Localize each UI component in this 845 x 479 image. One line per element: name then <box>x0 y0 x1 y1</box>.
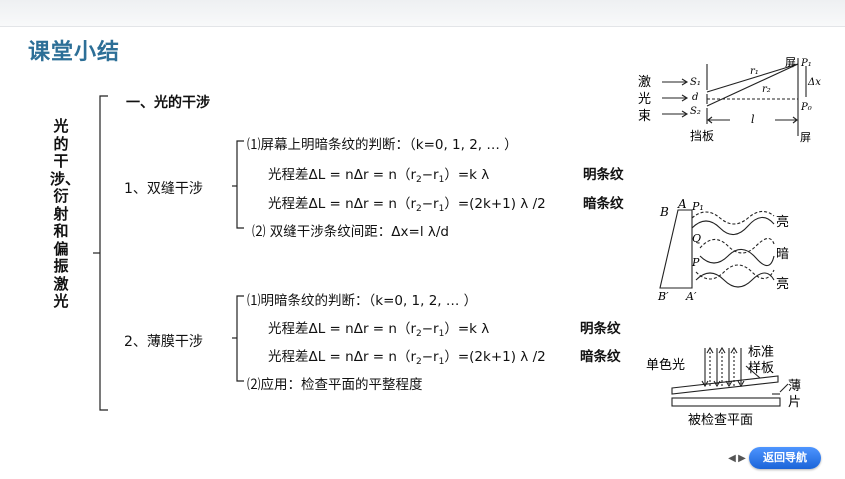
label-B2: B′ <box>657 290 669 303</box>
next-icon[interactable]: ▶ <box>738 453 746 464</box>
thin-film-item2: ⑵应用：检查平面的平整程度 <box>247 377 423 393</box>
double-slit-item2: ⑵ 双缝干涉条纹间距：Δx=l λ/d <box>252 224 449 240</box>
label-l: l <box>751 113 755 126</box>
double-slit-brace <box>236 140 244 229</box>
thin-film-brace <box>236 295 244 382</box>
thin-film-label: 2、薄膜干涉 <box>124 334 203 350</box>
main-brace <box>99 95 108 411</box>
nav-bar: ◀ ▶ 返回导航 <box>725 439 845 479</box>
label-p0: P₀ <box>800 102 812 113</box>
back-to-nav-button[interactable]: 返回导航 <box>749 447 821 469</box>
label-r2: r₂ <box>762 84 771 95</box>
label-bright-2: 亮 <box>776 276 789 292</box>
label-s2: S₂ <box>690 106 701 117</box>
page-title: 课堂小结 <box>28 40 121 65</box>
label-source-3: 束 <box>638 109 651 124</box>
label-P1: P₁ <box>691 200 704 213</box>
double-slit-label: 1、双缝干涉 <box>124 181 203 197</box>
double-slit-dark-label: 暗条纹 <box>583 196 624 212</box>
label-source-1: 激 <box>638 75 651 90</box>
label-A2: A′ <box>685 290 697 303</box>
thin-film-bright-label: 明条纹 <box>580 321 621 337</box>
label-dark: 暗 <box>776 247 789 262</box>
label-standard-1: 标准 <box>748 345 774 360</box>
label-p1: P₁ <box>800 58 812 69</box>
label-A: A <box>677 197 687 211</box>
double-slit-figure: 激 光 束 S₁ S₂ d r₁ r₂ P₁ P₀ Δx l 屏 屏 挡板 <box>638 56 821 144</box>
label-B: B <box>659 205 669 219</box>
label-source-2: 光 <box>638 92 651 107</box>
label-standard-2: 样板 <box>748 361 774 376</box>
label-screen-bottom: 屏 <box>800 131 811 144</box>
label-bright-1: 亮 <box>776 214 789 230</box>
label-plate: 挡板 <box>690 129 714 143</box>
section-heading: 一、光的干涉 <box>126 95 210 111</box>
label-s1: S₁ <box>690 77 701 88</box>
label-screen-top: 屏 <box>785 56 796 69</box>
label-sheet-1: 薄 <box>788 379 801 394</box>
double-slit-item1: ⑴屏幕上明暗条纹的判断：（k=0, 1, 2, … ） <box>247 137 518 153</box>
label-Q: Q <box>692 232 701 245</box>
thin-film-dark-formula: 光程差ΔL = nΔr = n（r2−r1）=(2k+1) λ /2 <box>268 349 546 367</box>
label-sheet-2: 片 <box>788 395 801 410</box>
prev-icon[interactable]: ◀ <box>728 453 736 464</box>
label-r1: r₁ <box>750 66 759 77</box>
double-slit-dark-formula: 光程差ΔL = nΔr = n（r2−r1）=(2k+1) λ /2 <box>268 196 546 214</box>
label-light: 单色光 <box>646 357 685 373</box>
label-tested: 被检查平面 <box>688 413 753 428</box>
label-d: d <box>692 92 698 103</box>
top-bar <box>0 0 845 27</box>
double-slit-bright-formula: 光程差ΔL = nΔr = n（r2−r1）=k λ <box>268 167 490 185</box>
label-dx: Δx <box>807 77 821 88</box>
double-slit-bright-label: 明条纹 <box>583 167 624 183</box>
side-title: 光的干涉、衍射和偏振 激光 <box>50 117 81 310</box>
thin-film-bright-formula: 光程差ΔL = nΔr = n（r2−r1）=k λ <box>268 321 490 339</box>
flatness-figure: 单色光 标准 样板 薄 片 被检查平面 <box>646 345 801 428</box>
label-P: P <box>691 256 700 269</box>
thin-film-item1: ⑴明暗条纹的判断：（k=0, 1, 2, … ） <box>247 293 478 309</box>
thin-film-dark-label: 暗条纹 <box>580 349 621 365</box>
wedge-figure: B A P₁ Q P B′ A′ 亮 暗 亮 <box>657 197 789 303</box>
